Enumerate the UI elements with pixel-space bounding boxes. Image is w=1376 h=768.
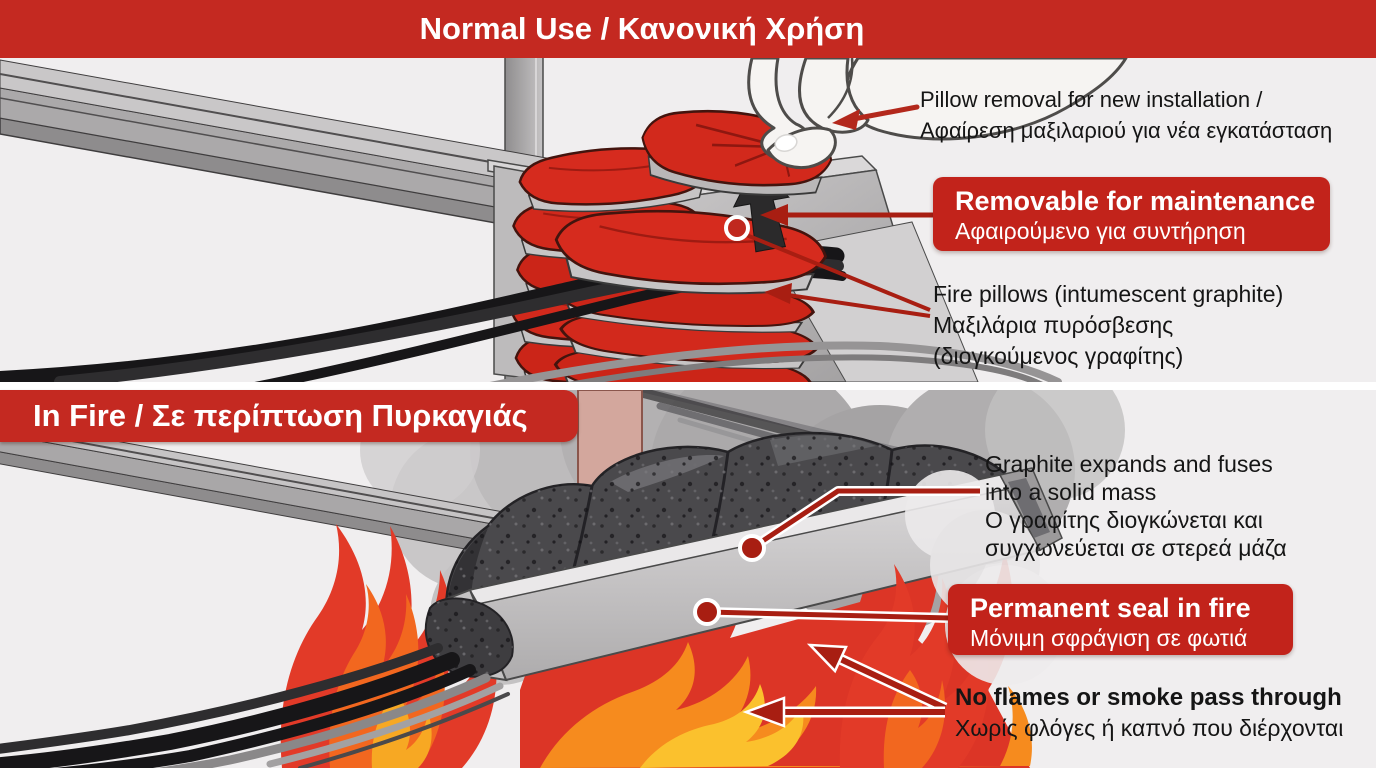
pillow-removal-arrow-icon	[832, 109, 860, 130]
callout-dot	[724, 215, 750, 241]
fingertip-highlight	[774, 134, 798, 152]
graphite-note: Graphite expands and fuses into a solid …	[985, 450, 1287, 562]
graphite-leader	[750, 488, 980, 551]
seal-badge-en: Permanent seal in fire	[970, 593, 1251, 623]
pillow-removal-note-el: Αφαίρεση μαξιλαριού για νέα εγκατάσταση	[920, 118, 1333, 143]
no-flames-note-en: No flames or smoke pass through	[955, 684, 1342, 711]
bottom-callouts	[693, 486, 980, 728]
pillow-removal-note: Pillow removal for new installation / Αφ…	[920, 84, 1332, 146]
no-flames-arrow-icon	[742, 696, 786, 728]
no-flames-leader-1	[834, 654, 947, 711]
banner-in-fire: In Fire / Σε περίπτωση Πυρκαγιάς	[0, 390, 578, 442]
removable-badge-el: Αφαιρούμενο για συντήρηση	[955, 218, 1246, 244]
banner-normal-use: Normal Use / Κανονική Χρήση	[0, 0, 1376, 58]
cables-exit	[0, 597, 514, 768]
no-flames-note: No flames or smoke pass through Χωρίς φλ…	[955, 682, 1343, 744]
no-flames-note-el: Χωρίς φλόγες ή καπνό που διέρχονται	[955, 715, 1344, 741]
callout-dot	[693, 598, 721, 626]
graphite-note-el1: Ο γραφίτης διογκώνεται και	[985, 507, 1263, 533]
fire-pillows-note: Fire pillows (intumescent graphite) Μαξι…	[933, 279, 1283, 372]
pillow-removal-note-en: Pillow removal for new installation /	[920, 87, 1263, 112]
removable-badge-arrow-icon	[760, 204, 788, 226]
no-flames-arrow-icon	[806, 643, 848, 674]
fire-pillows-note-el2: (διογκούμενος γραφίτης)	[933, 343, 1184, 369]
seal-badge: Permanent seal in fire Μόνιμη σφράγιση σ…	[948, 584, 1293, 655]
seal-badge-el: Μόνιμη σφράγιση σε φωτιά	[970, 625, 1248, 651]
fire-pillows-arrow-icon	[764, 283, 792, 304]
graphite-note-el2: συγχωνεύεται σε στερεά μάζα	[985, 535, 1287, 561]
seal-badge-leader	[706, 609, 951, 621]
hand-removing-pillow	[641, 56, 1128, 196]
panel-divider	[0, 382, 1376, 390]
callout-dot	[738, 534, 766, 562]
fire-pillows-leader-1	[743, 232, 931, 312]
removable-badge: Removable for maintenance Αφαιρούμενο γι…	[933, 177, 1330, 251]
fire-pillows-leader-2	[787, 293, 931, 318]
fire-pillows-note-el1: Μαξιλάρια πυρόσβεσης	[933, 312, 1174, 338]
removable-badge-en: Removable for maintenance	[955, 186, 1316, 216]
pillow-removal-leader	[845, 104, 920, 123]
top-callouts	[724, 104, 933, 318]
graphite-note-en1: Graphite expands and fuses	[985, 451, 1273, 477]
graphite-note-en2: into a solid mass	[985, 479, 1157, 505]
fire-pillows-note-en: Fire pillows (intumescent graphite)	[933, 281, 1284, 307]
